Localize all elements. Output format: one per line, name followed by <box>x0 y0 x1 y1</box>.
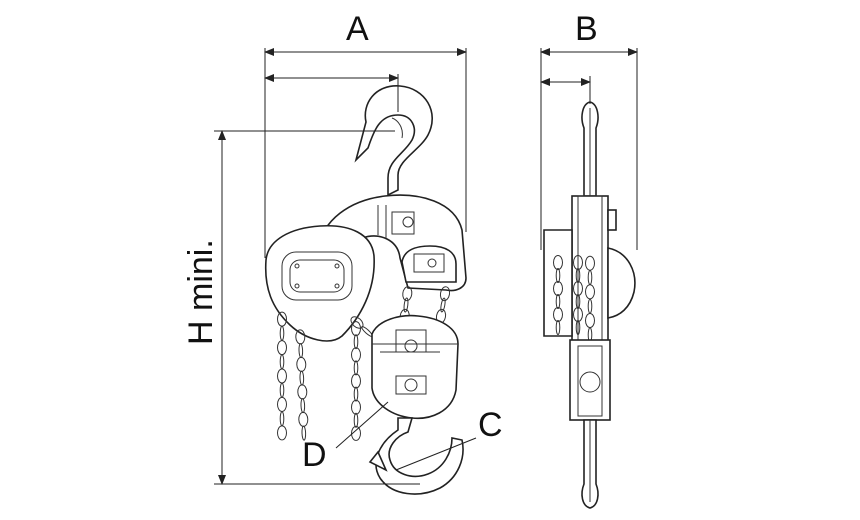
chain-link <box>301 425 307 441</box>
front-view <box>214 48 477 495</box>
chain-link <box>351 425 361 441</box>
bottom-hook <box>368 417 464 495</box>
chain-link <box>277 368 287 384</box>
chain-link <box>277 396 287 412</box>
chain-link <box>402 286 413 302</box>
side-load-chain <box>585 255 595 343</box>
chain-link <box>439 286 451 302</box>
label-c: C <box>478 406 503 444</box>
load-chain <box>350 286 451 337</box>
hoist-body <box>317 194 467 292</box>
chain-link <box>573 281 583 296</box>
chain-link <box>298 411 309 427</box>
top-hook <box>354 85 433 197</box>
leader-d <box>335 401 389 449</box>
chain-link <box>277 340 287 356</box>
dimension-h <box>214 130 420 485</box>
side-bottom-block <box>569 339 611 421</box>
side-gear-cover <box>607 247 636 319</box>
chain-link <box>351 347 361 363</box>
chain-link <box>297 384 308 400</box>
chain-link <box>298 343 304 359</box>
hand-chain <box>277 311 361 441</box>
chain-link <box>353 412 359 428</box>
leader-c <box>395 437 477 471</box>
chain-link <box>299 370 305 386</box>
chain-link <box>351 373 361 389</box>
chain-link <box>555 320 561 335</box>
chain-link <box>296 356 307 372</box>
chain-link <box>279 411 285 427</box>
dimension-a <box>264 48 467 258</box>
chain-link <box>553 255 563 270</box>
chain-link <box>353 360 359 376</box>
chain-link <box>403 297 409 313</box>
side-hand-chain <box>553 255 583 335</box>
chain-link <box>553 307 563 322</box>
chain-link <box>575 320 581 335</box>
chain-link <box>279 354 285 370</box>
dimension-b <box>540 48 638 250</box>
chain-link <box>279 382 285 398</box>
chain-link <box>575 294 581 309</box>
chain-link <box>573 307 583 322</box>
chain-link <box>277 425 287 441</box>
chain-link <box>351 399 361 415</box>
chain-link <box>440 297 446 313</box>
bottom-block <box>371 314 459 420</box>
chain-link <box>353 386 359 402</box>
side-view <box>540 48 638 509</box>
label-h: H mini. <box>182 239 220 345</box>
label-b: B <box>575 10 598 48</box>
chain-link <box>555 294 561 309</box>
hand-wheel-cover <box>264 224 375 342</box>
chain-link <box>353 334 359 350</box>
label-d: D <box>302 436 327 474</box>
chain-link <box>279 325 285 341</box>
chain-link <box>350 316 364 329</box>
label-a: A <box>346 10 369 48</box>
chain-link <box>553 281 563 296</box>
chain-link <box>300 398 306 414</box>
chain-link <box>555 268 561 283</box>
chain-link <box>573 255 583 270</box>
chain-link <box>575 268 581 283</box>
